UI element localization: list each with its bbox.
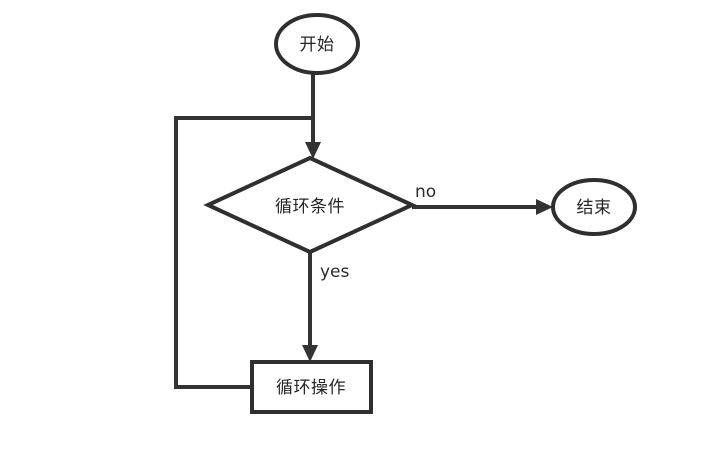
edge-label-no: no (415, 182, 436, 202)
edge-condition-to-operation[interactable] (302, 252, 318, 362)
edge-start-to-condition[interactable] (305, 73, 321, 159)
node-end-label: 结束 (577, 198, 612, 218)
node-condition-label: 循环条件 (275, 197, 345, 217)
arrowhead-down-into-operation (302, 345, 318, 362)
arrowhead-down-into-condition (305, 142, 321, 159)
node-start-label: 开始 (300, 35, 335, 55)
node-end[interactable]: 结束 (551, 178, 637, 236)
edge-operation-feedback-loop[interactable] (174, 116, 313, 389)
node-start[interactable]: 开始 (274, 13, 360, 75)
node-operation-label: 循环操作 (276, 378, 346, 398)
edge-condition-to-end[interactable] (412, 199, 553, 215)
edge-label-yes: yes (320, 262, 350, 282)
connector-line-feedback-loop (174, 116, 313, 389)
decision-diamond-icon (203, 155, 417, 255)
terminator-oval-icon (551, 178, 637, 236)
node-operation[interactable]: 循环操作 (250, 360, 373, 414)
terminator-oval-icon (274, 13, 360, 75)
arrowhead-right-into-end (536, 199, 553, 215)
process-rectangle-icon (250, 360, 373, 414)
node-condition[interactable]: 循环条件 (203, 155, 417, 255)
